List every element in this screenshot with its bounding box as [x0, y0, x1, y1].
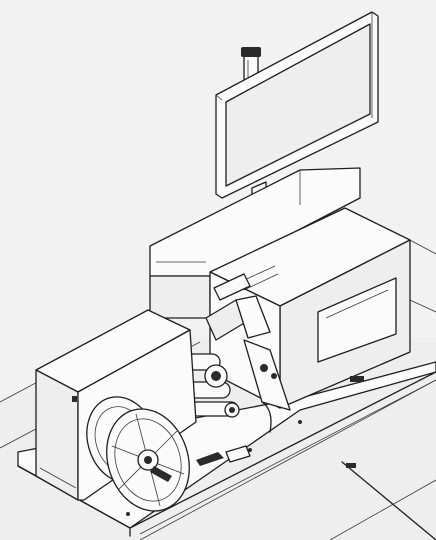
plate-bolt — [298, 420, 302, 424]
printer-vent — [350, 376, 364, 382]
plate-bolt — [248, 448, 252, 452]
print-head — [205, 273, 271, 341]
monitor-screen — [225, 23, 371, 187]
monitor — [215, 11, 379, 217]
front-spool — [106, 408, 190, 512]
clamp-lever — [196, 445, 251, 466]
pole-cap — [241, 47, 261, 57]
housing-screw — [72, 396, 77, 402]
rear-housing — [149, 167, 361, 319]
printer-window — [317, 277, 397, 363]
plate-bolt — [126, 512, 130, 516]
table-clip — [346, 463, 356, 468]
tension-knob — [271, 373, 277, 379]
spool-latch — [150, 466, 172, 482]
